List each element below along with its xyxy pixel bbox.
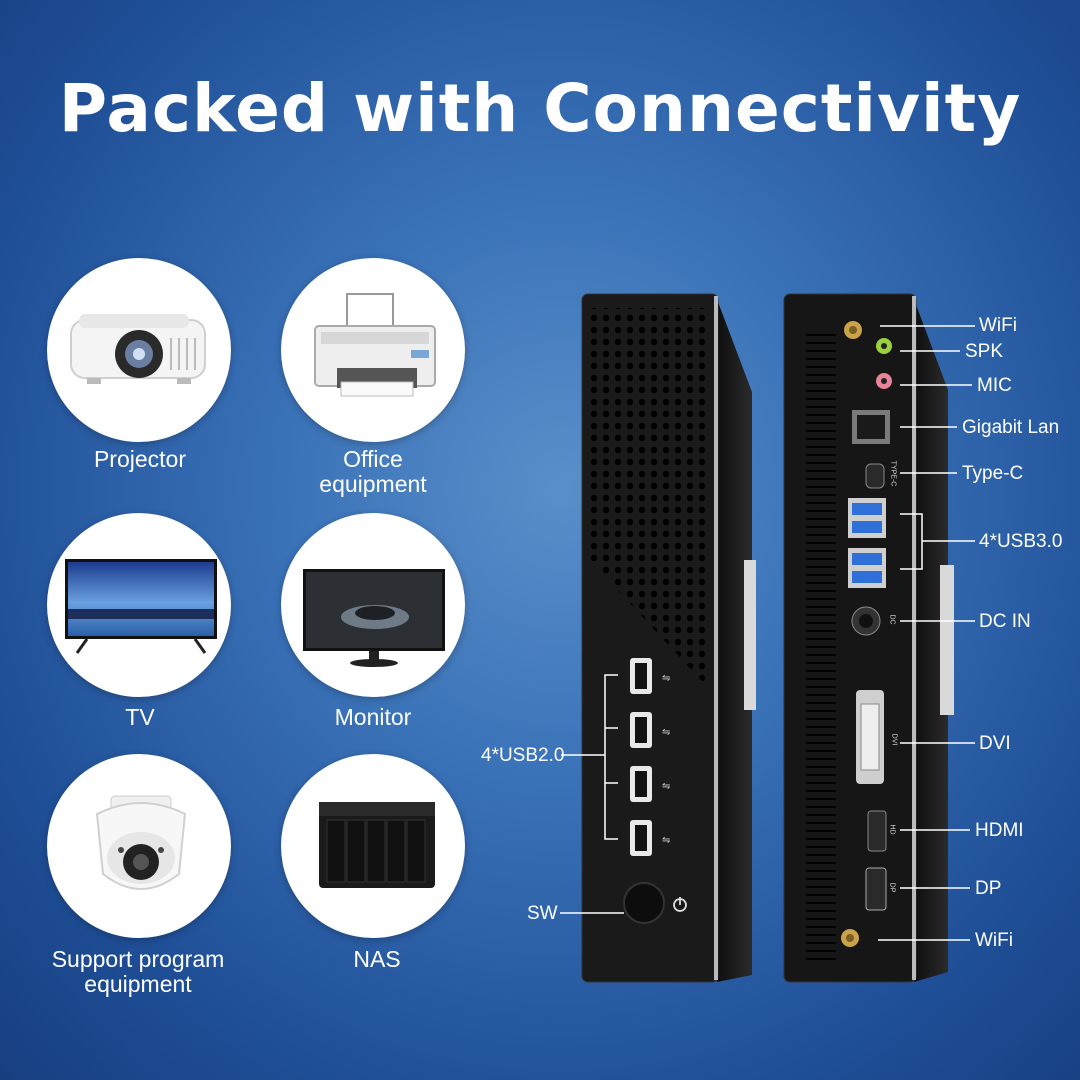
usb3-ports xyxy=(848,498,886,588)
mark-hdmi: HD xyxy=(888,824,896,835)
printer-icon xyxy=(314,293,436,397)
dc-in-port xyxy=(851,606,881,636)
usb2-ports: ⇋ ⇋ ⇋ ⇋ xyxy=(630,658,670,856)
label-usb3: 4*USB3.0 xyxy=(979,531,1063,552)
security-camera-icon xyxy=(95,795,187,890)
label-dp: DP xyxy=(975,878,1002,899)
hdmi-port xyxy=(867,810,887,852)
device-label-camera: Support program equipment xyxy=(51,946,225,997)
nas-image xyxy=(281,754,465,938)
device-label-nas: NAS xyxy=(353,946,401,972)
projector-image xyxy=(47,258,231,442)
tv-icon xyxy=(65,559,217,654)
device-label-monitor: Monitor xyxy=(334,704,412,730)
device-label-tv: TV xyxy=(125,704,155,730)
mark-dc: DC xyxy=(888,614,896,625)
mark-dp: DP xyxy=(888,882,896,893)
label-gigabit-lan: Gigabit Lan xyxy=(962,417,1060,438)
label-usb2: 4*USB2.0 xyxy=(481,745,565,766)
device-label-projector: Projector xyxy=(93,446,187,472)
tv-image xyxy=(47,513,231,697)
projector-icon xyxy=(70,314,206,384)
typec-port xyxy=(865,463,885,489)
label-dc-in: DC IN xyxy=(979,611,1031,632)
camera-image xyxy=(47,754,231,938)
device-label-office: Office equipment xyxy=(319,446,427,497)
office-equipment-image xyxy=(281,258,465,442)
monitor-image xyxy=(281,513,465,697)
mark-dvi: DVI xyxy=(890,733,898,746)
monitor-icon xyxy=(303,569,445,667)
lan-port xyxy=(852,410,890,444)
svg-text:⇋: ⇋ xyxy=(662,727,670,738)
label-spk: SPK xyxy=(965,341,1004,362)
dvi-port xyxy=(856,690,884,784)
svg-text:⇋: ⇋ xyxy=(662,673,670,684)
label-hdmi: HDMI xyxy=(975,820,1024,841)
label-wifi-bottom: WiFi xyxy=(975,930,1013,951)
front-unit xyxy=(581,293,756,983)
wifi-antenna-top xyxy=(844,321,862,339)
wifi-antenna-bottom xyxy=(841,929,859,947)
power-button xyxy=(623,882,687,924)
label-wifi-top: WiFi xyxy=(979,315,1017,336)
mark-typec: TYPE-C xyxy=(889,460,897,487)
nas-icon xyxy=(319,802,435,888)
label-mic: MIC xyxy=(977,375,1012,396)
svg-text:⇋: ⇋ xyxy=(662,781,670,792)
label-sw: SW xyxy=(527,903,558,924)
dp-port xyxy=(865,867,887,911)
svg-text:⇋: ⇋ xyxy=(662,835,670,846)
label-typec: Type-C xyxy=(962,463,1024,484)
page-title: Packed with Connectivity xyxy=(58,70,1022,147)
label-dvi: DVI xyxy=(979,733,1011,754)
leader-lines xyxy=(560,325,975,941)
